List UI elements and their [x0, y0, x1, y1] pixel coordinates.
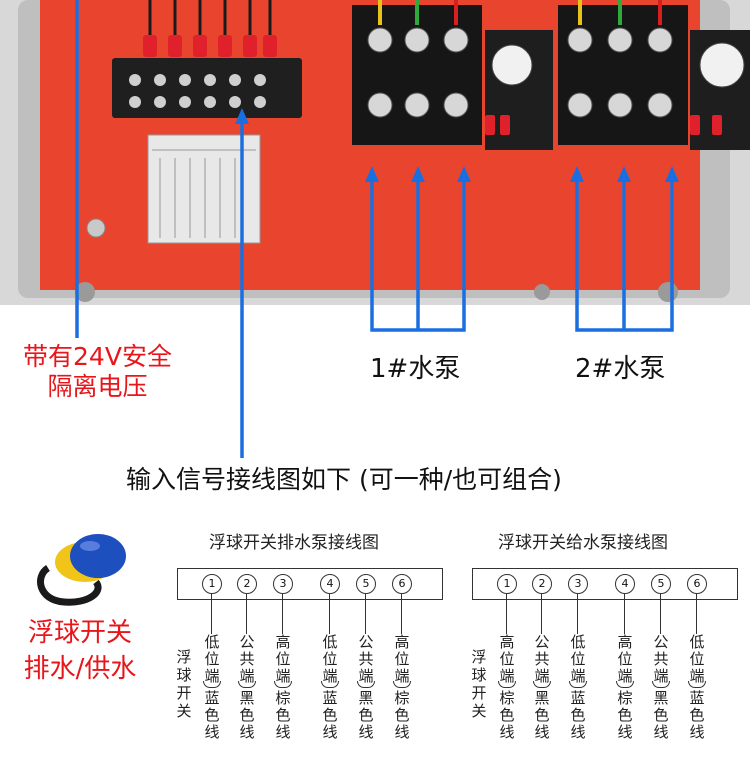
terminal-2-wire — [246, 594, 248, 634]
supply-side-label: 浮球开关 — [470, 648, 488, 720]
terminal-1-wire — [211, 594, 213, 634]
terminal-6-wire — [696, 594, 698, 634]
terminal-5-label: 公共端黑色线 — [357, 633, 375, 741]
terminal-1-label: 高位端棕色线 — [498, 633, 516, 741]
drain-diagram-title: 浮球开关排水泵接线图 — [209, 533, 379, 553]
terminal-5-label: 公共端黑色线 — [652, 633, 670, 741]
supply-diagram-title: 浮球开关给水泵接线图 — [498, 533, 668, 553]
terminal-3-label: 低位端蓝色线 — [569, 633, 587, 741]
terminal-1-label: 低位端蓝色线 — [203, 633, 221, 741]
terminal-2-number: 2 — [532, 574, 552, 594]
float-switch-line-2: 排水/供水 — [23, 654, 137, 684]
voltage-line-2: 隔离电压 — [47, 372, 148, 401]
terminal-2-label: 公共端黑色线 — [238, 633, 256, 741]
terminal-5-number: 5 — [651, 574, 671, 594]
terminal-3-number: 3 — [273, 574, 293, 594]
terminal-5-number: 5 — [356, 574, 376, 594]
terminal-1-number: 1 — [497, 574, 517, 594]
terminal-4-number: 4 — [320, 574, 340, 594]
terminal-3-number: 3 — [568, 574, 588, 594]
terminal-1-number: 1 — [202, 574, 222, 594]
terminal-1-wire — [506, 594, 508, 634]
terminal-6-label: 低位端蓝色线 — [688, 633, 706, 741]
terminal-6-number: 6 — [392, 574, 412, 594]
terminal-3-wire — [577, 594, 579, 634]
drain-side-text: 浮球开关 — [176, 648, 192, 720]
float-switch-line-1: 浮球开关 — [27, 618, 132, 648]
terminal-6-label: 高位端棕色线 — [393, 633, 411, 741]
drain-side-label: 浮球开关 — [175, 648, 193, 720]
terminal-2-number: 2 — [237, 574, 257, 594]
terminal-4-label: 低位端蓝色线 — [321, 633, 339, 741]
terminal-4-wire — [624, 594, 626, 634]
terminal-4-number: 4 — [615, 574, 635, 594]
drain-pump-diagram: 浮球开关排水泵接线图 浮球开关 1 低位端蓝色线 2 公共端黑色线 3 高位端棕色线 4 低位… — [175, 522, 445, 773]
terminal-4-wire — [329, 594, 331, 634]
terminal-3-wire — [282, 594, 284, 634]
terminal-4-label: 高位端棕色线 — [616, 633, 634, 741]
float-switch-annotation: 浮球开关 排水/供水 — [5, 615, 155, 687]
terminal-6-wire — [401, 594, 403, 634]
pump-2-label: 2#水泵 — [575, 354, 666, 384]
float-switch-icon — [37, 534, 126, 606]
voltage-line-1: 带有24V安全 — [23, 342, 172, 371]
terminal-2-label: 公共端黑色线 — [533, 633, 551, 741]
voltage-annotation: 带有24V安全 隔离电压 — [0, 342, 195, 402]
terminal-5-wire — [365, 594, 367, 634]
terminal-3-label: 高位端棕色线 — [274, 633, 292, 741]
input-signal-heading: 输入信号接线图如下 (可一种/也可组合) — [126, 465, 562, 494]
pump-1-label: 1#水泵 — [370, 354, 461, 384]
terminal-6-number: 6 — [687, 574, 707, 594]
supply-side-text: 浮球开关 — [471, 648, 487, 720]
terminal-5-wire — [660, 594, 662, 634]
supply-pump-diagram: 浮球开关给水泵接线图 浮球开关 1 高位端棕色线 2 公共端黑色线 3 低位端蓝色线 4 高位… — [470, 522, 740, 773]
control-panel-photo — [0, 0, 750, 305]
terminal-2-wire — [541, 594, 543, 634]
